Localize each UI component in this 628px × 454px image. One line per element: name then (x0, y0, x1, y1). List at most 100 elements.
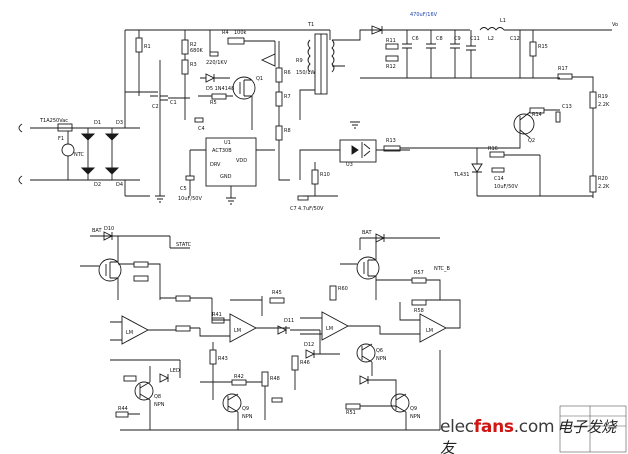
opamp-lm1 (121, 315, 149, 345)
resistor-r20 (589, 175, 597, 193)
label-c5-val: 10uF/50V (178, 196, 202, 202)
label-l2: L2 (488, 36, 494, 42)
ground-symbol-2 (226, 197, 236, 205)
label-d11: D11 (284, 318, 294, 324)
watermark-brand: fans (473, 417, 514, 437)
label-statc: STATC (176, 242, 192, 248)
label-r51: R51 (346, 410, 356, 416)
resistor-r15 (529, 41, 537, 57)
label-r39: R41 (212, 312, 222, 318)
resistor-r37 (175, 325, 191, 332)
optocoupler (339, 139, 377, 163)
label-d10: D10 (104, 226, 114, 232)
label-lm4: LM (426, 328, 433, 334)
capacitor-c4 (194, 117, 204, 123)
snubber-r11 (385, 43, 399, 50)
label-c9: C9 (454, 36, 461, 42)
output-cap-c6 (402, 43, 412, 49)
transistor-q7 (395, 393, 407, 413)
label-c6: C6 (412, 36, 419, 42)
transistor-q8 (139, 381, 151, 401)
label-c11: C11 (470, 36, 480, 42)
resistor-r51 (345, 403, 361, 410)
bridge-rectifier (68, 127, 140, 181)
resistor-r14 (529, 107, 545, 114)
label-r10: R10 (320, 172, 330, 178)
label-c13: C13 (562, 104, 572, 110)
label-npn-3: NPN (376, 356, 387, 362)
label-ntc: NTC (74, 152, 85, 158)
label-r15: R15 (538, 44, 548, 50)
resistor-r8 (275, 125, 283, 141)
resistor-r16 (489, 151, 505, 158)
label-c7-val: 4.7uF/50V (298, 206, 324, 212)
resistor-r38 (175, 295, 191, 302)
capacitor-c5 (185, 175, 195, 181)
label-u1: U1 (224, 140, 231, 146)
label-c14: C14 (494, 176, 504, 182)
snubber-r12 (385, 55, 399, 62)
label-d1: D1 (94, 120, 101, 126)
resistor-r17 (557, 73, 573, 80)
label-r7: R7 (284, 94, 291, 100)
ground-symbol-1 (155, 195, 165, 203)
label-q9: Q9 (242, 406, 249, 412)
label-lm1: LM (126, 330, 133, 336)
label-c1: C1 (170, 100, 177, 106)
label-c12: C12 (510, 36, 520, 42)
ground-symbol-3 (350, 121, 360, 129)
resistor-r4 (227, 37, 245, 45)
label-npn-2: NPN (242, 414, 253, 420)
filter-cap-c1 (160, 95, 168, 101)
watermark-domain: .com (513, 417, 555, 437)
label-r44: R44 (118, 406, 128, 412)
label-u3: U3 (346, 162, 353, 168)
label-bat-left: BAT (92, 228, 102, 234)
label-lm2: LM (234, 328, 241, 334)
label-npn-1: NPN (154, 402, 165, 408)
resistor-r57 (411, 277, 427, 284)
output-cap-c7 (426, 43, 436, 49)
diode-d10 (103, 231, 114, 241)
secondary-winding-out (332, 29, 470, 67)
label-q1: Q1 (256, 76, 263, 82)
capacitor-c3 (209, 51, 219, 57)
resistor-r45 (269, 297, 285, 304)
output-cap-c8 (450, 43, 460, 49)
resistor-r39 (211, 317, 225, 324)
label-r14: R14 (532, 112, 542, 118)
output-cap-c11 (466, 45, 476, 51)
label-r8: R8 (284, 128, 291, 134)
label-r9-val: 150/1W (296, 70, 315, 76)
label-r19-val: 2.2K (598, 102, 610, 108)
label-r60: R60 (338, 286, 348, 292)
label-ic: ACT30B (212, 148, 232, 154)
resistor-r13 (383, 145, 401, 152)
label-r13: R13 (386, 138, 396, 144)
resistor-r43 (209, 349, 217, 365)
capacitor-c14 (491, 167, 505, 173)
resistor-r3 (181, 59, 189, 75)
resistor-r42 (231, 379, 247, 386)
transistor-q9 (227, 393, 239, 413)
label-r42: R42 (234, 374, 244, 380)
label-c4: C4 (198, 126, 205, 132)
resistor-r1 (135, 37, 143, 53)
ntc-thermistor (61, 143, 75, 157)
label-r4: R4 (222, 30, 229, 36)
label-fuse: T1A250Vac (39, 118, 68, 124)
label-q8: Q8 (154, 394, 161, 400)
label-r1: R1 (144, 44, 151, 50)
label-r58: R58 (414, 308, 424, 314)
label-d5: D5 1N4148 (206, 86, 234, 92)
label-r17: R17 (558, 66, 568, 72)
capacitor-c21 (271, 397, 283, 403)
label-l1: L1 (500, 18, 506, 24)
inductor-l2 (479, 27, 505, 31)
capacitor-c7 (297, 195, 309, 201)
resistor-r36 (133, 275, 149, 282)
title-block (559, 405, 627, 453)
label-r9: R9 (296, 58, 303, 64)
watermark-prefix: elec (440, 417, 474, 437)
